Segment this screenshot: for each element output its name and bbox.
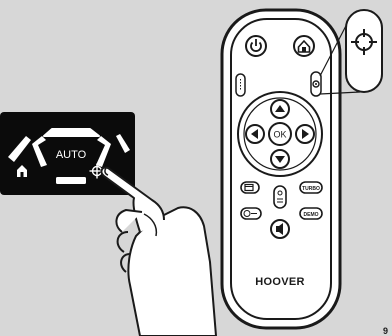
page-corner-mark: 9 (383, 326, 388, 336)
center-small-button[interactable] (274, 186, 286, 208)
ok-button[interactable]: OK (269, 123, 291, 145)
turbo-button[interactable]: TURBO (300, 182, 322, 193)
demo-button[interactable]: DEMO (300, 208, 322, 219)
power-button[interactable] (246, 36, 266, 56)
auto-mode-label: AUTO (56, 149, 87, 161)
brand-logo: HOOVER (255, 276, 304, 288)
demo-label: DEMO (304, 212, 319, 218)
left-button[interactable] (246, 125, 264, 143)
clock-button[interactable] (241, 208, 261, 219)
remote-control: OK TURBO DEMO (222, 10, 340, 328)
side-button-left[interactable] (236, 74, 245, 96)
sound-button[interactable] (271, 220, 289, 238)
spot-button[interactable] (311, 72, 321, 96)
up-button[interactable] (271, 100, 289, 118)
ok-label: OK (273, 130, 286, 140)
turbo-label: TURBO (302, 186, 320, 192)
home-button[interactable] (294, 36, 314, 56)
schedule-button[interactable] (241, 182, 259, 193)
direction-pad: OK (238, 92, 322, 176)
right-button[interactable] (296, 125, 314, 143)
down-button[interactable] (271, 150, 289, 168)
